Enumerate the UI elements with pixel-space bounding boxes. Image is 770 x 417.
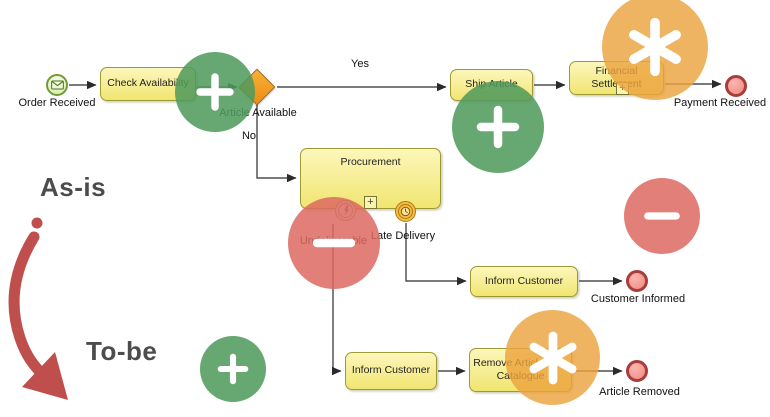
boundary-event-late-delivery[interactable] (395, 201, 416, 222)
task-label: Procurement (340, 156, 401, 168)
asterisk-icon (529, 331, 576, 384)
end-event-customer-informed[interactable] (626, 270, 648, 292)
asterisk-icon (629, 17, 681, 77)
change-badge-modified-financial-settlement (602, 0, 708, 100)
minus-icon (312, 238, 356, 248)
envelope-icon (50, 80, 64, 90)
annotation-to-be: To-be (86, 336, 158, 366)
label-late-delivery: Late Delivery (370, 230, 436, 242)
end-event-article-removed[interactable] (626, 360, 648, 382)
task-inform-customer-bottom[interactable]: Inform Customer (345, 352, 437, 390)
label-payment-received: Payment Received (673, 97, 767, 109)
start-event-order-received[interactable] (46, 74, 68, 96)
minus-icon (644, 212, 680, 220)
label-flow-no: No (241, 130, 257, 142)
plus-icon (196, 73, 234, 111)
plus-icon (217, 353, 249, 385)
change-badge-removed-standalone (624, 178, 700, 254)
subprocess-plus-marker[interactable]: + (364, 196, 377, 209)
change-badge-added-standalone (200, 336, 266, 402)
label-order-received: Order Received (18, 97, 96, 109)
change-badge-modified-remove-article (505, 310, 600, 405)
label-customer-informed: Customer Informed (590, 293, 686, 305)
task-inform-customer-top[interactable]: Inform Customer (470, 266, 578, 297)
label-article-removed: Article Removed (599, 386, 680, 398)
task-label: Check Availability (107, 77, 189, 90)
task-label: Inform Customer (351, 364, 431, 377)
task-label: Inform Customer (484, 274, 564, 287)
label-flow-yes: Yes (351, 58, 369, 70)
change-badge-removed-undeliverable (288, 197, 380, 289)
end-event-payment-received[interactable] (725, 75, 747, 97)
change-badge-added-check-availability (175, 52, 255, 132)
annotation-as-is: As-is (40, 172, 107, 202)
arrowhead (22, 352, 68, 400)
plus-icon (476, 105, 520, 149)
timer-icon (400, 206, 411, 217)
change-badge-added-ship-article (452, 81, 544, 173)
